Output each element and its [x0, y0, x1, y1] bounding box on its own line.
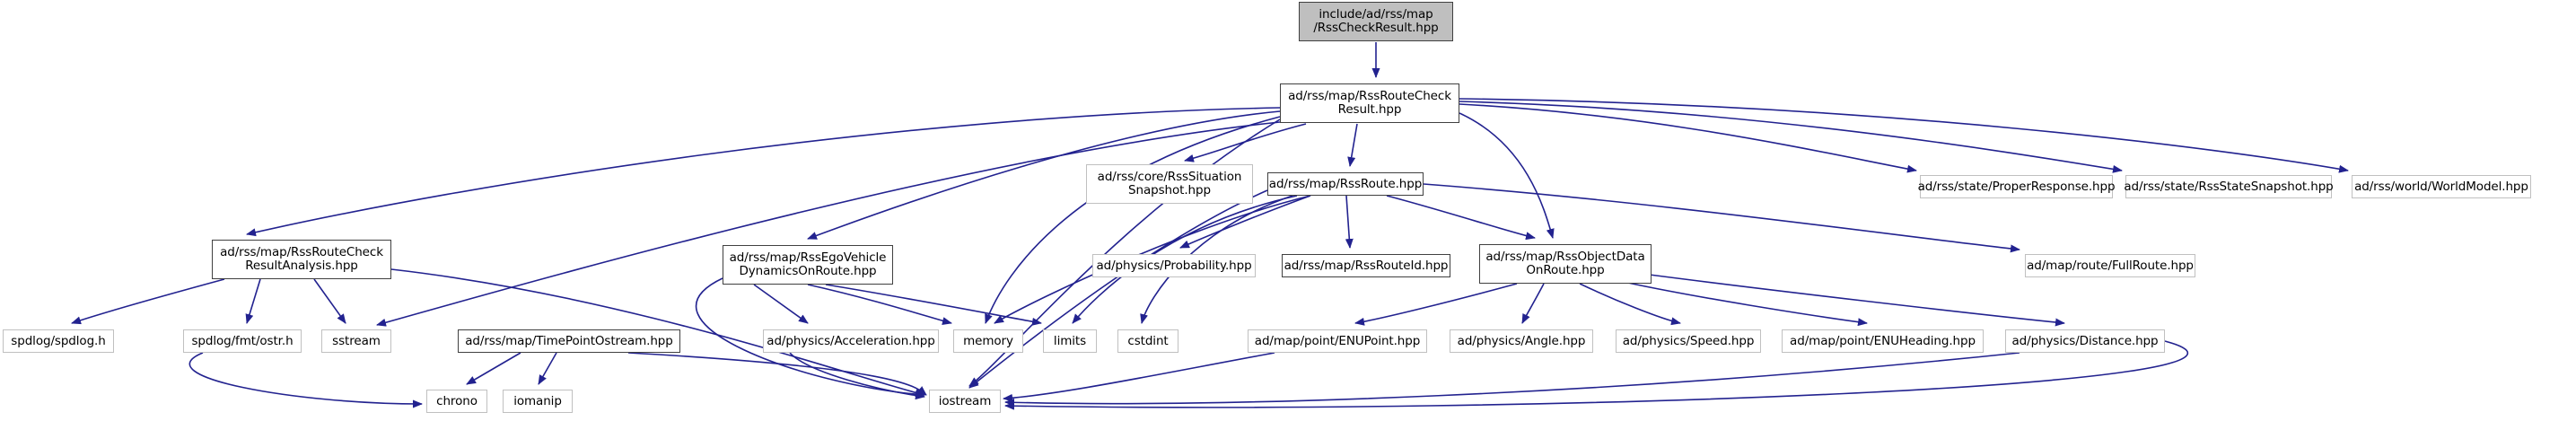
node-label: spdlog/spdlog.h — [11, 333, 106, 348]
node-label: ad/physics/Distance.hpp — [2011, 333, 2159, 348]
node-iostream[interactable]: iostream — [929, 390, 1001, 413]
node-memory[interactable]: memory — [953, 329, 1023, 353]
node-rss-check-result-current[interactable]: include/ad/rss/map /RssCheckResult.hpp — [1299, 2, 1453, 41]
node-probability[interactable]: ad/physics/Probability.hpp — [1092, 254, 1256, 277]
node-limits[interactable]: limits — [1043, 329, 1097, 353]
node-rss-situation-snapshot[interactable]: ad/rss/core/RssSituation Snapshot.hpp — [1086, 164, 1253, 204]
node-spdlog-spdlog-h[interactable]: spdlog/spdlog.h — [3, 329, 114, 353]
node-enu-point[interactable]: ad/map/point/ENUPoint.hpp — [1248, 329, 1427, 353]
node-label: ad/rss/core/RssSituation Snapshot.hpp — [1097, 170, 1242, 197]
node-angle[interactable]: ad/physics/Angle.hpp — [1450, 329, 1593, 353]
node-label: ad/physics/Angle.hpp — [1457, 333, 1586, 348]
node-label: ad/map/point/ENUHeading.hpp — [1790, 333, 1976, 348]
node-label: sstream — [332, 333, 381, 348]
node-label: ad/rss/map/RssEgoVehicle DynamicsOnRoute… — [729, 250, 887, 278]
node-label: spdlog/fmt/ostr.h — [191, 333, 294, 348]
node-time-point-ostream[interactable]: ad/rss/map/TimePointOstream.hpp — [458, 329, 680, 353]
node-label: ad/rss/state/ProperResponse.hpp — [1917, 179, 2116, 194]
node-distance[interactable]: ad/physics/Distance.hpp — [2005, 329, 2165, 353]
node-chrono[interactable]: chrono — [426, 390, 487, 413]
node-label: ad/rss/map/RssObjectData OnRoute.hpp — [1485, 250, 1645, 277]
node-label: ad/rss/state/RssStateSnapshot.hpp — [2124, 179, 2334, 194]
node-rss-ego-vehicle-dynamics-on-route[interactable]: ad/rss/map/RssEgoVehicle DynamicsOnRoute… — [723, 245, 893, 285]
node-spdlog-fmt-ostr-h[interactable]: spdlog/fmt/ostr.h — [183, 329, 302, 353]
node-proper-response[interactable]: ad/rss/state/ProperResponse.hpp — [1917, 175, 2116, 198]
node-label: ad/physics/Probability.hpp — [1096, 258, 1252, 273]
node-label: limits — [1053, 333, 1087, 348]
node-label: include/ad/rss/map /RssCheckResult.hpp — [1313, 7, 1439, 35]
node-label: ad/physics/Speed.hpp — [1622, 333, 1755, 348]
node-acceleration[interactable]: ad/physics/Acceleration.hpp — [763, 329, 939, 353]
node-rss-route-check-result-analysis[interactable]: ad/rss/map/RssRouteCheck ResultAnalysis.… — [212, 240, 391, 279]
node-label: ad/rss/map/RssRoute.hpp — [1268, 176, 1423, 191]
node-full-route[interactable]: ad/map/route/FullRoute.hpp — [2025, 254, 2195, 277]
node-label: memory — [963, 333, 1013, 348]
node-enu-heading[interactable]: ad/map/point/ENUHeading.hpp — [1782, 329, 1984, 353]
node-cstdint[interactable]: cstdint — [1117, 329, 1178, 353]
node-label: ad/rss/map/TimePointOstream.hpp — [465, 333, 673, 348]
node-label: ad/rss/world/WorldModel.hpp — [2354, 179, 2528, 194]
node-rss-route-id[interactable]: ad/rss/map/RssRouteId.hpp — [1282, 254, 1450, 277]
node-label: iostream — [938, 393, 992, 408]
node-label: cstdint — [1127, 333, 1169, 348]
node-rss-route[interactable]: ad/rss/map/RssRoute.hpp — [1267, 172, 1424, 196]
node-rss-object-data-on-route[interactable]: ad/rss/map/RssObjectData OnRoute.hpp — [1479, 244, 1652, 284]
node-label: ad/physics/Acceleration.hpp — [767, 333, 935, 348]
node-label: ad/rss/map/RssRouteCheck ResultAnalysis.… — [220, 245, 383, 273]
node-label: ad/map/point/ENUPoint.hpp — [1254, 333, 1421, 348]
node-label: ad/rss/map/RssRouteId.hpp — [1284, 258, 1449, 273]
node-label: ad/map/route/FullRoute.hpp — [2027, 258, 2194, 273]
node-sstream[interactable]: sstream — [321, 329, 391, 353]
node-label: ad/rss/map/RssRouteCheck Result.hpp — [1288, 89, 1451, 117]
node-label: iomanip — [513, 393, 562, 408]
node-iomanip[interactable]: iomanip — [503, 390, 573, 413]
node-speed[interactable]: ad/physics/Speed.hpp — [1616, 329, 1761, 353]
node-world-model[interactable]: ad/rss/world/WorldModel.hpp — [2352, 175, 2531, 198]
node-rss-route-check-result[interactable]: ad/rss/map/RssRouteCheck Result.hpp — [1280, 83, 1459, 123]
node-rss-state-snapshot[interactable]: ad/rss/state/RssStateSnapshot.hpp — [2124, 175, 2334, 198]
node-label: chrono — [436, 393, 478, 408]
